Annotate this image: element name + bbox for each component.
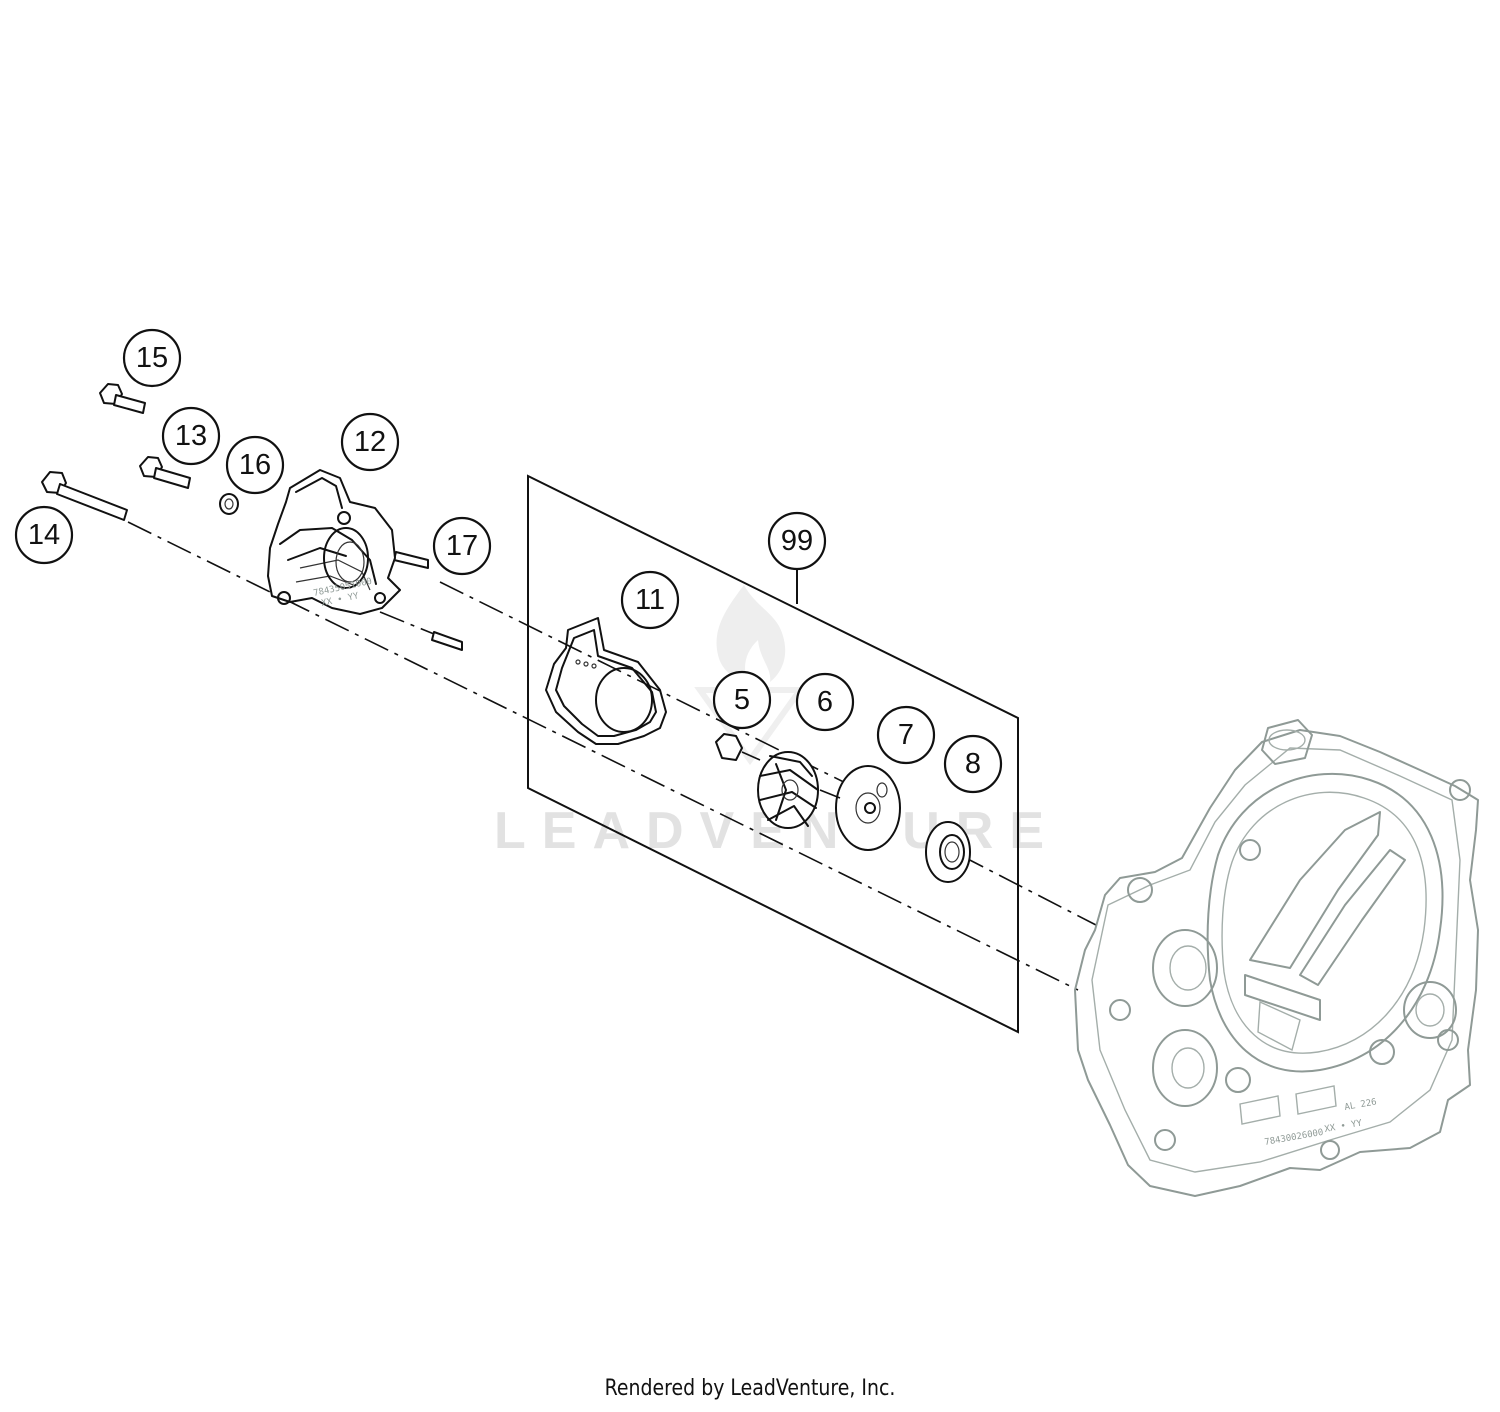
- bolt-15: [99, 383, 146, 414]
- callout-16: 16: [225, 435, 285, 495]
- callout-17: 17: [432, 516, 492, 576]
- svg-text:17: 17: [446, 530, 478, 562]
- washer-16: [219, 493, 239, 515]
- callout-14: 14: [14, 505, 74, 565]
- case-alloy: AL 226: [1344, 1097, 1378, 1112]
- svg-text:15: 15: [136, 342, 168, 374]
- svg-text:14: 14: [28, 519, 60, 551]
- seal-disc-7: [819, 765, 901, 851]
- callout-13: 13: [161, 406, 221, 466]
- callout-11: 11: [620, 570, 680, 630]
- svg-text:11: 11: [635, 584, 665, 616]
- callout-99: 99: [767, 511, 827, 571]
- callout-15: 15: [122, 328, 182, 388]
- footer-credit: Rendered by LeadVenture, Inc.: [604, 1376, 896, 1401]
- svg-text:8: 8: [965, 748, 981, 780]
- svg-text:7: 7: [898, 719, 914, 751]
- callout-7: 7: [876, 705, 936, 765]
- impeller-6: [757, 751, 819, 829]
- repair-kit-frame: [527, 474, 1019, 1034]
- svg-text:13: 13: [175, 420, 207, 452]
- svg-text:12: 12: [354, 426, 386, 458]
- shaft-seal-8: [925, 821, 971, 883]
- svg-text:16: 16: [239, 449, 271, 481]
- nut-5: [715, 733, 761, 761]
- clutch-cover-housing: 78430026000 XX • YY AL 226: [1074, 719, 1479, 1197]
- svg-text:6: 6: [817, 686, 833, 718]
- svg-text:5: 5: [734, 684, 750, 716]
- gasket-11: [545, 617, 667, 745]
- callout-5: 5: [712, 670, 772, 730]
- bolt-14: [41, 471, 128, 521]
- bolt-13: [139, 456, 191, 489]
- svg-text:99: 99: [781, 525, 813, 557]
- callout-12: 12: [340, 412, 400, 472]
- water-pump-cover-12: 78435051000 XX • YY: [267, 469, 401, 615]
- callout-6: 6: [795, 672, 855, 732]
- callout-8: 8: [943, 734, 1003, 794]
